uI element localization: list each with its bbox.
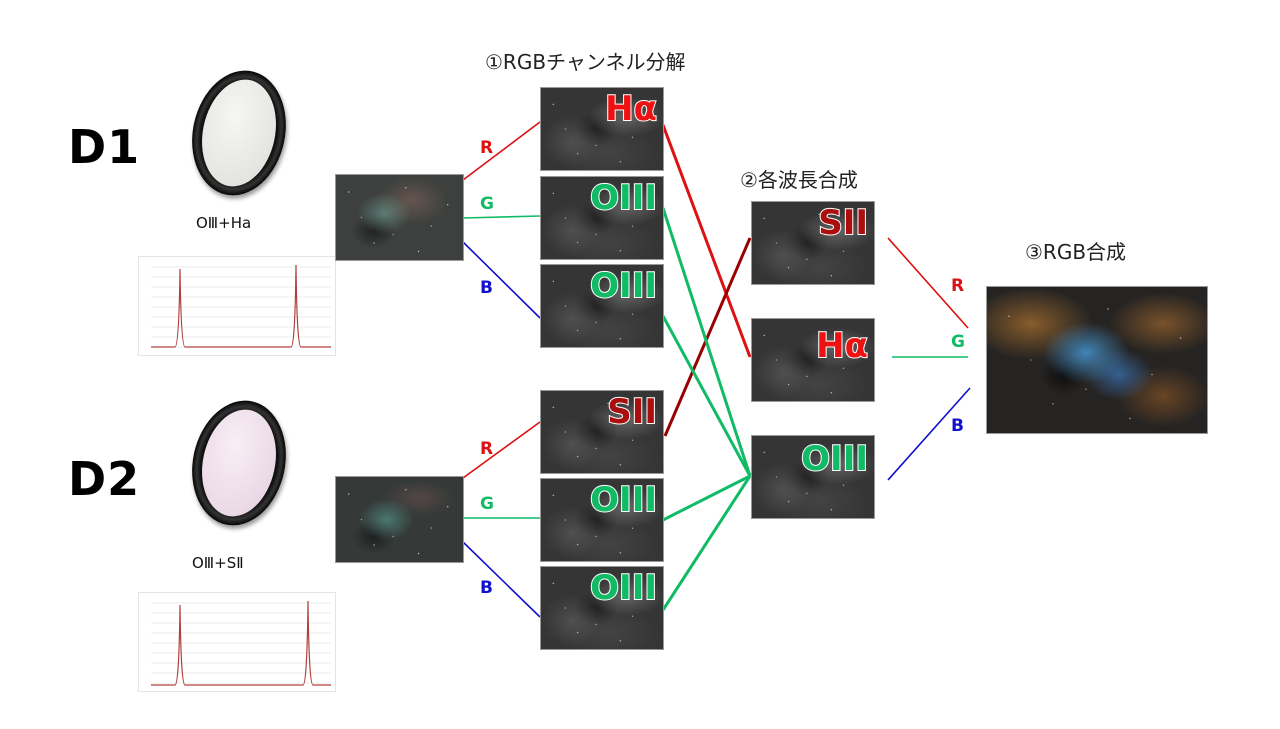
filter-d1-caption: OⅢ+Ha	[196, 214, 252, 232]
final-r-label: R	[951, 276, 965, 296]
d1-channel-g-image: OIII	[540, 176, 664, 260]
d2-channel-b-image: OIII	[540, 566, 664, 650]
d2-channel-r-image: SII	[540, 390, 664, 474]
filter-d2-caption: OⅢ+SⅡ	[192, 554, 244, 572]
step3-title: ③RGB合成	[1025, 240, 1127, 264]
line-d1-r	[462, 121, 541, 181]
line-merged-r	[887, 237, 969, 329]
step2-title: ②各波長合成	[740, 168, 858, 192]
line-d1-b	[462, 241, 541, 319]
line-d2-b	[462, 541, 541, 618]
rgb-composite-image	[986, 286, 1208, 434]
line-oiii-d1g	[661, 207, 752, 477]
spectrum-d2-chart	[138, 592, 336, 692]
d1-channel-g-line: OIII	[589, 178, 658, 218]
line-oiii-d2b	[661, 475, 752, 611]
d1-channel-r-image: Hα	[540, 87, 664, 171]
d1-r-label: R	[480, 138, 494, 158]
line-d2-r	[462, 421, 541, 479]
line-merged-b	[887, 387, 971, 481]
d2-source-image	[335, 476, 464, 563]
merged-sii-line: SII	[817, 203, 869, 243]
spectrum-d1-curve	[151, 264, 331, 348]
line-d1-g	[462, 215, 541, 219]
d1-g-label: G	[480, 194, 494, 214]
d2-channel-g-image: OIII	[540, 478, 664, 562]
d2-g-label: G	[480, 494, 494, 514]
line-oiii-d1b	[661, 315, 752, 477]
final-g-label: G	[951, 332, 965, 352]
d1-source-image	[335, 174, 464, 261]
merged-oiii-image: OIII	[751, 435, 875, 519]
d2-b-label: B	[480, 578, 493, 598]
spectrum-d2-curve	[151, 600, 331, 686]
d2-channel-b-line: OIII	[589, 568, 658, 608]
merged-ha-line: Hα	[815, 326, 869, 366]
merged-sii-image: SII	[751, 201, 875, 285]
d1-channel-b-line: OIII	[589, 266, 658, 306]
line-sii-to-merged-sii	[663, 237, 752, 437]
d1-channel-r-line: Hα	[604, 89, 658, 129]
final-b-label: B	[951, 416, 964, 436]
d1-b-label: B	[480, 278, 493, 298]
d2-channel-r-line: SII	[606, 392, 658, 432]
row-label-d1: D1	[68, 120, 141, 174]
merged-oiii-line: OIII	[800, 439, 869, 479]
spectrum-d1-chart	[138, 256, 336, 356]
d2-channel-g-line: OIII	[589, 480, 658, 520]
d1-channel-b-image: OIII	[540, 264, 664, 348]
merged-ha-image: Hα	[751, 318, 875, 402]
step1-title: ①RGBチャンネル分解	[485, 50, 686, 74]
d2-r-label: R	[480, 439, 494, 459]
line-ha-to-merged-ha	[661, 124, 752, 358]
row-label-d2: D2	[68, 452, 141, 506]
line-oiii-d2g	[662, 474, 751, 522]
